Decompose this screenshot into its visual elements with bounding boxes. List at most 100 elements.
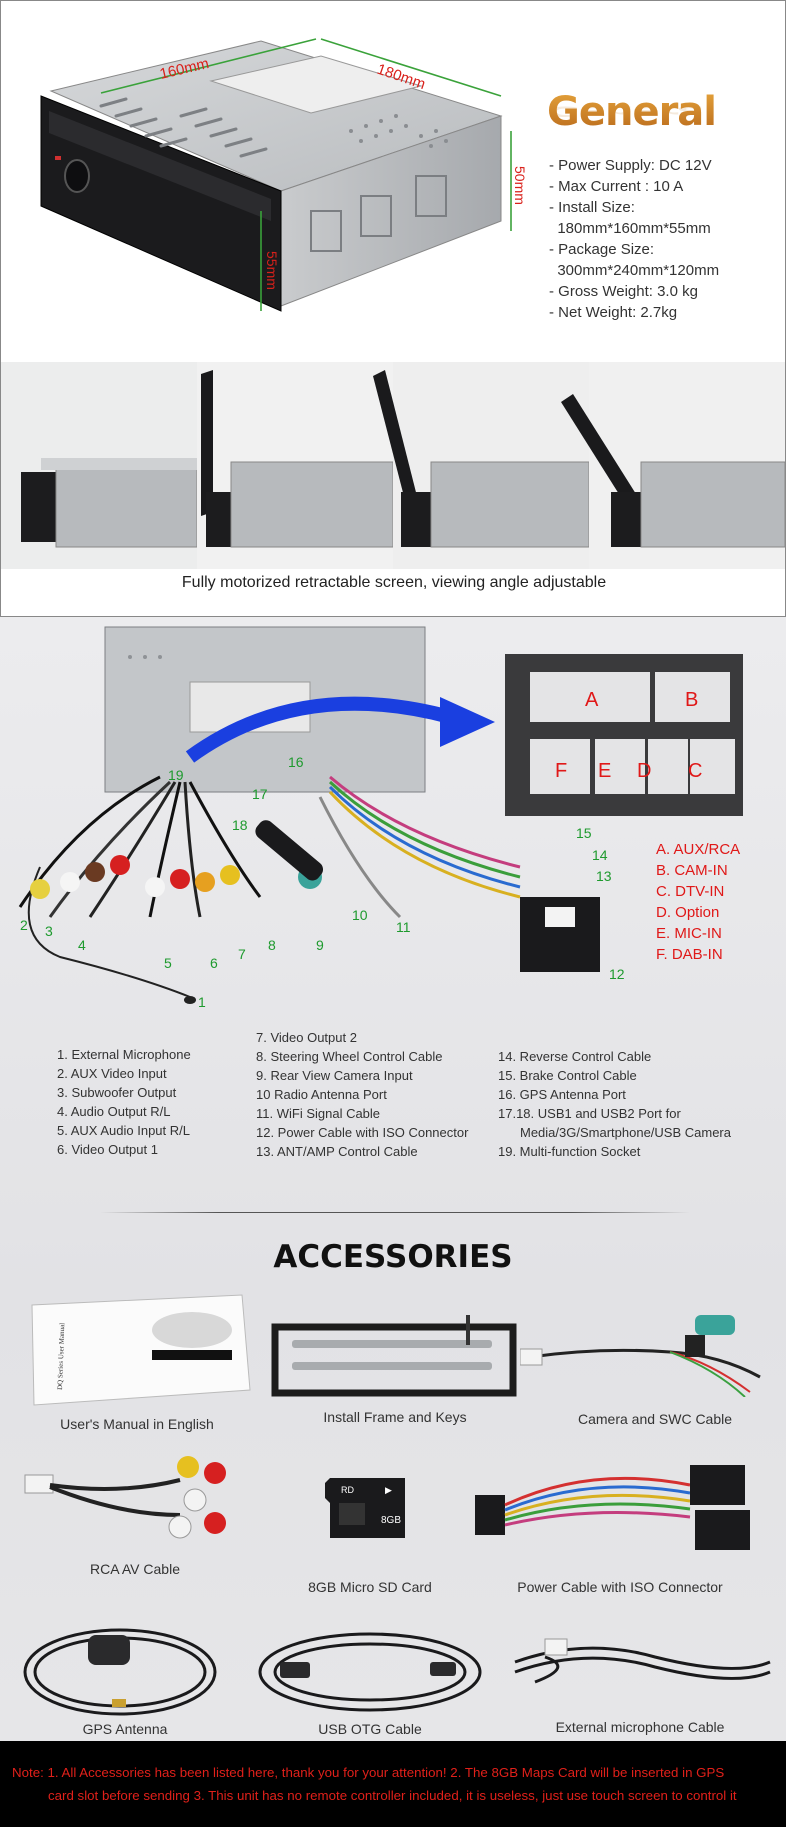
accessory-label: Power Cable with ISO Connector bbox=[517, 1579, 723, 1595]
spec-item: - Power Supply: DC 12V bbox=[549, 157, 712, 174]
accessory-label: External microphone Cable bbox=[555, 1719, 725, 1735]
wiring-list-item: 10 Radio Antenna Port bbox=[256, 1087, 387, 1102]
accessory-microphone-cable: External microphone Cable bbox=[505, 1627, 775, 1747]
spec-item: 180mm*160mm*55mm bbox=[549, 220, 711, 237]
connector-legend-item: A. AUX/RCA bbox=[656, 841, 741, 858]
accessory-label: Install Frame and Keys bbox=[323, 1409, 467, 1425]
connector-legend-item: F. DAB-IN bbox=[656, 946, 723, 963]
wiring-section: A B F E D C bbox=[0, 617, 786, 1741]
sd-card-brand: RD bbox=[341, 1485, 354, 1495]
microphone-cable-image bbox=[514, 1638, 771, 1684]
spec-item: - Gross Weight: 3.0 kg bbox=[549, 283, 698, 300]
wiring-list-item: 12. Power Cable with ISO Connector bbox=[256, 1125, 469, 1140]
callout: 8 bbox=[268, 937, 276, 953]
callout: 19 bbox=[168, 767, 184, 783]
sd-card-size: 8GB bbox=[381, 1515, 401, 1526]
section-divider bbox=[100, 1212, 690, 1213]
wiring-list-item: 17.18. USB1 and USB2 Port for bbox=[498, 1106, 681, 1121]
connector-letter: D bbox=[637, 760, 651, 782]
callout: 11 bbox=[396, 919, 411, 935]
gps-antenna-image bbox=[23, 1628, 217, 1716]
camera-cable-image bbox=[520, 1315, 761, 1397]
frame-open-3 bbox=[561, 362, 785, 569]
accessory-sd-card: RD ▶ 8GB 8GB Micro SD Card bbox=[265, 1473, 475, 1595]
callout: 9 bbox=[316, 937, 324, 953]
wiring-diagram-image: A B F E D C bbox=[18, 626, 743, 1010]
frame-open-1 bbox=[197, 362, 394, 569]
accessory-label: 8GB Micro SD Card bbox=[308, 1579, 432, 1595]
accessory-label: User's Manual in English bbox=[60, 1416, 214, 1432]
callout: 1 bbox=[198, 994, 206, 1010]
accessory-label: Camera and SWC Cable bbox=[577, 1411, 733, 1427]
device-isometric-image: 160mm 180mm 50mm 55mm bbox=[40, 38, 528, 312]
wiring-list-item: 3. Subwoofer Output bbox=[57, 1085, 177, 1100]
wiring-list-item: 11. WiFi Signal Cable bbox=[256, 1106, 381, 1121]
connector-legend: A. AUX/RCA B. CAM-IN C. DTV-IN D. Option… bbox=[656, 839, 740, 965]
spec-item: - Net Weight: 2.7kg bbox=[549, 304, 678, 321]
accessory-usb-otg-cable: USB OTG Cable bbox=[250, 1622, 490, 1747]
manual-cover-text: DQ Series User Manual bbox=[56, 1323, 66, 1390]
callout: 7 bbox=[238, 946, 246, 962]
callout: 5 bbox=[164, 955, 172, 971]
accessory-camera-swc-cable: Camera and SWC Cable bbox=[520, 1307, 786, 1437]
accessory-install-frame: Install Frame and Keys bbox=[270, 1307, 520, 1437]
wiring-list-item: 15. Brake Control Cable bbox=[498, 1068, 637, 1083]
callout: 18 bbox=[232, 817, 248, 833]
wiring-list-item: 9. Rear View Camera Input bbox=[256, 1068, 413, 1083]
callout: 3 bbox=[45, 923, 53, 939]
callout: 17 bbox=[252, 786, 268, 802]
general-title: General bbox=[547, 89, 717, 135]
spec-item: 300mm*240mm*120mm bbox=[549, 262, 720, 279]
motor-caption: Fully motorized retractable screen, view… bbox=[181, 574, 607, 591]
frame-closed bbox=[1, 362, 198, 569]
install-frame-image bbox=[271, 1315, 517, 1397]
callout: 4 bbox=[78, 937, 86, 953]
callout: 14 bbox=[592, 847, 608, 863]
connector-legend-item: C. DTV-IN bbox=[656, 883, 725, 900]
sd-card-image: RD ▶ 8GB bbox=[325, 1478, 405, 1538]
wiring-list-item: 4. Audio Output R/L bbox=[57, 1104, 171, 1119]
frame-open-2 bbox=[373, 362, 590, 569]
motorized-screen-section: Fully motorized retractable screen, view… bbox=[0, 362, 786, 617]
accessories-title: ACCESSORIES bbox=[273, 1239, 513, 1275]
spec-item: - Max Current : 10 A bbox=[549, 178, 684, 195]
connector-legend-item: B. CAM-IN bbox=[656, 862, 728, 879]
connector-letter: E bbox=[598, 760, 611, 782]
spec-item: - Package Size: bbox=[549, 241, 655, 258]
wiring-list-item: 8. Steering Wheel Control Cable bbox=[256, 1049, 443, 1064]
wiring-list-item: 16. GPS Antenna Port bbox=[498, 1087, 626, 1102]
connector-legend-item: E. MIC-IN bbox=[656, 925, 722, 942]
callout: 10 bbox=[352, 907, 368, 923]
note-line-1: Note: 1. All Accessories has been listed… bbox=[12, 1765, 725, 1780]
sd-triangle-icon: ▶ bbox=[385, 1485, 392, 1495]
accessory-label: GPS Antenna bbox=[82, 1721, 168, 1737]
callout: 13 bbox=[596, 868, 612, 884]
accessory-power-cable: Power Cable with ISO Connector bbox=[470, 1455, 770, 1595]
wiring-list-item: 13. ANT/AMP Control Cable bbox=[256, 1144, 418, 1159]
spec-item: - Install Size: bbox=[549, 199, 635, 216]
dim-height-label: 50mm bbox=[512, 166, 528, 205]
accessory-label: USB OTG Cable bbox=[318, 1721, 422, 1737]
accessory-gps-antenna: GPS Antenna bbox=[20, 1617, 230, 1742]
usb-otg-image bbox=[258, 1632, 482, 1712]
wiring-list-item: 14. Reverse Control Cable bbox=[498, 1049, 652, 1064]
callout: 2 bbox=[20, 917, 28, 933]
footer-note: Note: 1. All Accessories has been listed… bbox=[0, 1741, 786, 1827]
wiring-list-col-1: 1. External Microphone 2. AUX Video Inpu… bbox=[57, 1045, 191, 1159]
accessory-rca-cable: RCA AV Cable bbox=[20, 1455, 250, 1580]
note-line-2: card slot before sending 3. This unit ha… bbox=[48, 1788, 737, 1803]
manual-image: DQ Series User Manual bbox=[31, 1294, 251, 1406]
connector-legend-item: D. Option bbox=[656, 904, 720, 921]
power-cable-image bbox=[475, 1465, 750, 1550]
wiring-list-col-2: 7. Video Output 2 8. Steering Wheel Cont… bbox=[256, 1028, 468, 1161]
wiring-list-item: 7. Video Output 2 bbox=[256, 1030, 357, 1045]
rca-cable-image bbox=[24, 1456, 226, 1539]
wiring-list-item: 5. AUX Audio Input R/L bbox=[57, 1123, 190, 1138]
wiring-list-item: 1. External Microphone bbox=[57, 1047, 191, 1062]
connector-letter: A bbox=[585, 689, 599, 711]
callout: 16 bbox=[288, 754, 304, 770]
wiring-list-col-3: 14. Reverse Control Cable 15. Brake Cont… bbox=[498, 1047, 731, 1161]
connector-letter: C bbox=[688, 760, 702, 782]
wiring-list-item: 19. Multi-function Socket bbox=[498, 1144, 641, 1159]
connector-letter: F bbox=[555, 760, 567, 782]
